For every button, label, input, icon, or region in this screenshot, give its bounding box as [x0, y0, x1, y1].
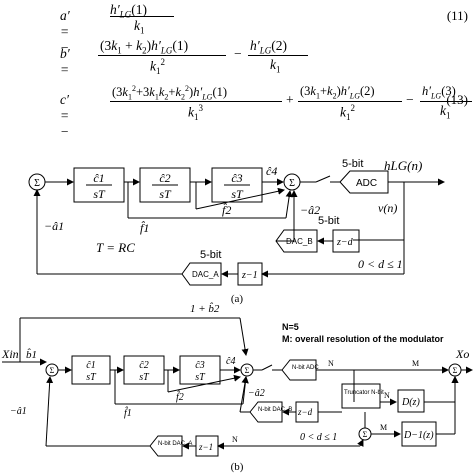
integrator-a-3-num: ĉ3	[231, 171, 242, 185]
m-label-b: M: overall resolution of the modulator	[282, 334, 444, 344]
delay-d-label-a: z−d	[336, 237, 354, 248]
sum-label-a2: Σ	[289, 178, 295, 189]
integrator-b-1-den: sT	[86, 372, 97, 383]
delay-1-label-b: z−1	[198, 442, 213, 452]
truncator-label-b: Truncator N-bit	[344, 390, 384, 396]
output-label-b: Xo	[455, 347, 469, 361]
input-label-b: Xin	[1, 347, 19, 361]
dinv-label-b: D−1(z)	[403, 430, 434, 441]
f2-label-a: f̂2	[222, 202, 231, 217]
n-label-b: N=5	[282, 322, 299, 332]
integrator-a-3	[211, 167, 263, 203]
caption-b: (b)	[231, 461, 244, 473]
integrator-b-3-num: ĉ3	[195, 360, 204, 371]
adc-label-a: ADC	[356, 178, 377, 189]
nbit-dac-a-block-b	[149, 435, 183, 457]
f2-label-b: f̂2	[176, 390, 184, 403]
integrator-b-1-num: ĉ1	[86, 360, 95, 371]
adc-bits-label-a: 5-bit	[342, 158, 363, 170]
nbit-dac-b-label-b: N-bit DAC_B	[258, 407, 292, 413]
dac-b-block-a	[275, 229, 318, 253]
nbit-dac-b-block-b	[249, 401, 283, 423]
integrator-a-2-den: sT	[159, 187, 172, 201]
integrator-b-3-den: sT	[195, 372, 206, 383]
dz-label-b: D(z)	[401, 397, 420, 408]
integrator-a-1-num: ĉ1	[93, 171, 104, 185]
integrator-a-1-den: sT	[93, 187, 106, 201]
dz-block-b	[397, 389, 425, 413]
bus-m-label-1: M	[412, 359, 419, 368]
a1-label-b: −â1	[10, 406, 27, 417]
caption-a: (a)	[231, 293, 244, 305]
b2-path-label-b: 1 + b̂2	[190, 302, 220, 315]
range-label-b: 0 < d ≤ 1	[300, 432, 337, 443]
dac-a-bits-label-a: 5-bit	[200, 249, 221, 261]
diagram-b	[2, 317, 473, 457]
bus-n-label-3: N	[232, 435, 238, 444]
integrator-a-1	[73, 167, 125, 203]
equation-number-13: (13)	[446, 92, 468, 107]
sum-label-b2: Σ	[245, 366, 250, 375]
nbit-adc-label-b: N-bit ADC	[292, 365, 319, 371]
bus-n-label-1: N	[328, 359, 334, 368]
truncator-block-b	[341, 383, 381, 409]
bus-n-label-2: N	[384, 391, 390, 400]
dac-a-block-a	[181, 262, 222, 286]
sum-label-b4: Σ	[363, 430, 368, 439]
integrator-b-2-num: ĉ2	[139, 360, 148, 371]
a2-label-b: −â2	[248, 388, 265, 399]
f1-label-b: f̂1	[124, 406, 132, 419]
integrator-a-2	[139, 167, 191, 203]
delay-d-label-b: z−d	[297, 407, 313, 417]
bus-m-label-2: M	[380, 423, 387, 432]
a1-label-a: −â1	[44, 219, 64, 233]
dac-b-bits-label-a: 5-bit	[318, 215, 339, 227]
sum-label-a1: Σ	[34, 178, 40, 189]
c4-label-a: ĉ4	[266, 164, 277, 178]
output-label-a: hLG(n)	[384, 158, 422, 173]
dac-a-label-a: DAC_A	[192, 270, 219, 279]
c4-label-b: ĉ4	[226, 356, 235, 367]
equation-number-11: (11)	[446, 8, 468, 23]
sum-label-b1: Σ	[50, 366, 55, 375]
dac-b-label-a: DAC_B	[286, 237, 313, 246]
b1-label-b: b̂1	[26, 348, 37, 361]
delay-1-label-a: z−1	[241, 270, 258, 281]
integrator-b-2-den: sT	[139, 372, 150, 383]
integrator-a-3-den: sT	[231, 187, 244, 201]
range-label-a: 0 < d ≤ 1	[358, 257, 403, 271]
vn-label-a: v(n)	[378, 201, 397, 215]
a2-label-a: −â2	[300, 203, 320, 217]
nbit-dac-a-label-b: N-bit DAC_A	[158, 441, 192, 447]
sum-label-b3: Σ	[453, 366, 458, 375]
integrator-a-2-num: ĉ2	[159, 171, 170, 185]
trc-label: T = RC	[96, 240, 135, 255]
f1-label-a: f̂1	[140, 220, 149, 235]
